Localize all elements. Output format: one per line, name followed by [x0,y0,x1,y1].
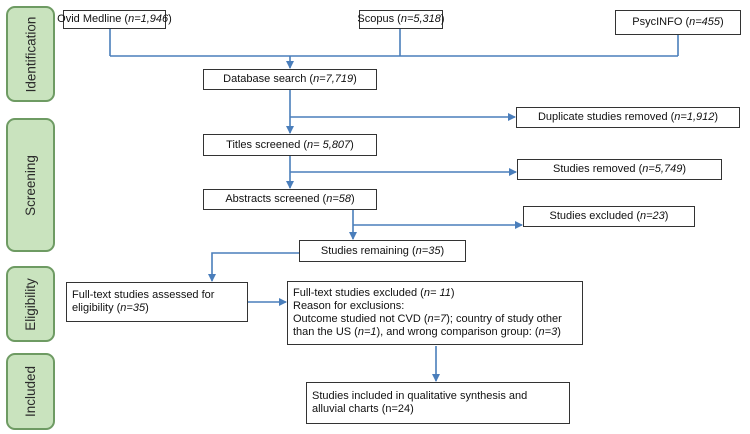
stage-eligibility: Eligibility [6,266,55,342]
box-studies-remaining: Studies remaining (n=35) [299,240,466,262]
box-studies-removed: Studies removed (n=5,749) [517,159,722,180]
box-psycinfo: PsycINFO (n=455) [615,10,741,35]
box-database-search: Database search (n=7,719) [203,69,377,90]
stage-identification: Identification [6,6,55,102]
box-fulltext-excluded: Full-text studies excluded (n= 11) Reaso… [287,281,583,345]
box-duplicates-removed: Duplicate studies removed (n=1,912) [516,107,740,128]
box-studies-included: Studies included in qualitative synthesi… [306,382,570,424]
box-studies-excluded: Studies excluded (n=23) [523,206,695,227]
box-fulltext-assessed: Full-text studies assessed for eligibili… [66,282,248,322]
box-ovid-medline: Ovid Medline (n=1,946) [57,10,172,29]
box-scopus: Scopus (n=5,318) [357,10,445,29]
box-titles-screened: Titles screened (n= 5,807) [203,134,377,156]
arrow-remaining-to-assessed [208,252,299,282]
stage-screening: Screening [6,118,55,252]
box-abstracts-screened: Abstracts screened (n=58) [203,189,377,210]
stage-included: Included [6,353,55,430]
